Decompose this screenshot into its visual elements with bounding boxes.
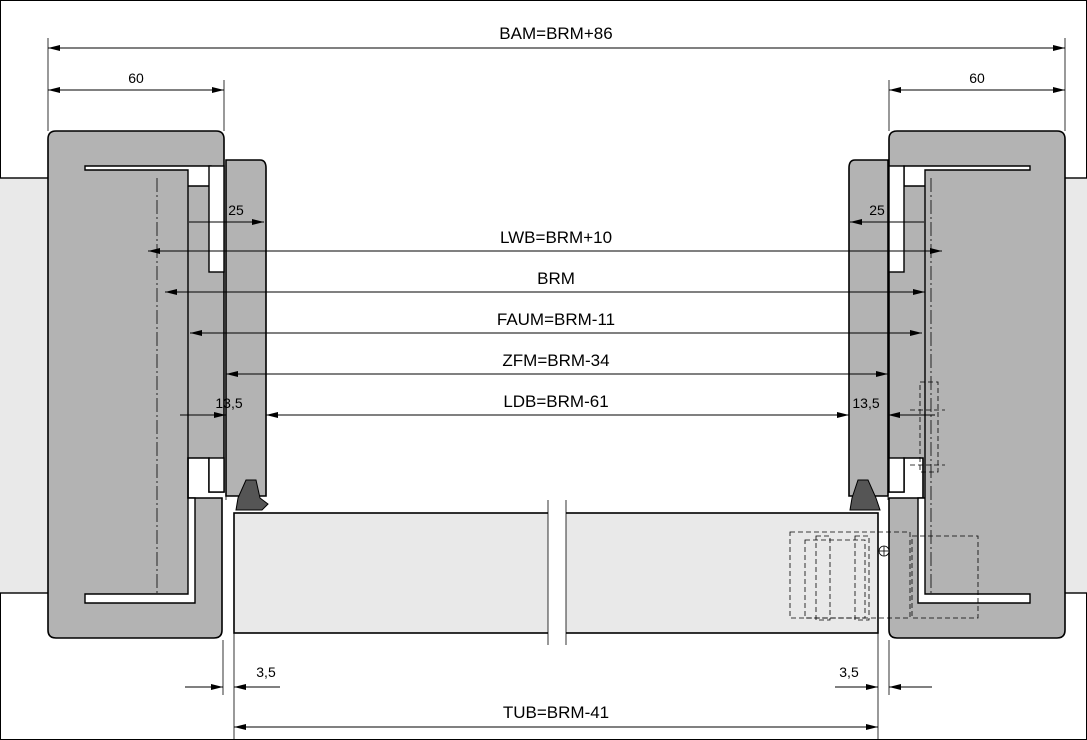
lwb-label: LWB=BRM+10 [500,228,612,247]
left-frame-slot [208,165,225,273]
right-frame-slot [888,165,905,273]
ldb-label: LDB=BRM-61 [503,392,608,411]
left-seal [235,479,269,511]
right-25-label: 25 [869,202,885,218]
right-seal [849,479,881,511]
faum-label: FAUM=BRM-11 [497,310,615,329]
lock-case [910,381,945,473]
left-frame [47,130,225,639]
left-13-5-label: 13,5 [215,395,242,411]
right-13-5-label: 13,5 [852,395,879,411]
brm-label: BRM [537,269,575,288]
left-25-label: 25 [228,202,244,218]
right-60-label: 60 [969,70,985,86]
hinge [789,531,979,621]
zfm-label: ZFM=BRM-34 [502,351,609,370]
right-frame [888,130,1066,639]
right-3-5-label: 3,5 [839,664,859,680]
left-lining [225,159,267,497]
left-60-label: 60 [128,70,144,86]
tub-label: TUB=BRM-41 [503,703,609,722]
bam-label: BAM=BRM+86 [499,24,612,43]
door-leaf-break [548,500,566,645]
left-3-5-label: 3,5 [256,664,276,680]
